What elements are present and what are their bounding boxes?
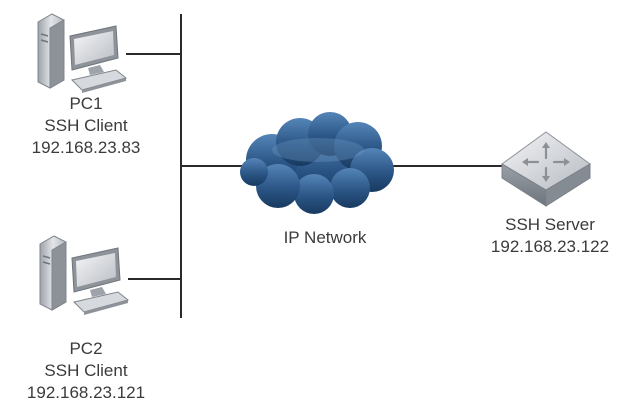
ssh-server-label: SSH Server 192.168.23.122 <box>470 214 630 258</box>
ip-network-name: IP Network <box>283 228 367 247</box>
ssh-server-ip: 192.168.23.122 <box>490 237 610 256</box>
switch-router-icon <box>501 131 591 207</box>
pc1-label: PC1 SSH Client 192.168.23.83 <box>6 93 166 159</box>
pc2-label: PC2 SSH Client 192.168.23.121 <box>6 338 166 404</box>
desktop-pc-icon <box>37 13 128 93</box>
pc1-role: SSH Client <box>44 116 128 135</box>
ip-network-label: IP Network <box>240 227 410 249</box>
connection-lines <box>126 14 503 318</box>
pc2-name: PC2 <box>69 339 103 358</box>
pc2-role: SSH Client <box>44 361 128 380</box>
pc1-ip: 192.168.23.83 <box>31 138 141 157</box>
desktop-pc-icon <box>39 235 130 315</box>
ssh-server-role: SSH Server <box>505 215 595 234</box>
pc2-ip: 192.168.23.121 <box>26 383 146 402</box>
cloud-icon <box>240 112 394 214</box>
pc1-name: PC1 <box>69 94 103 113</box>
